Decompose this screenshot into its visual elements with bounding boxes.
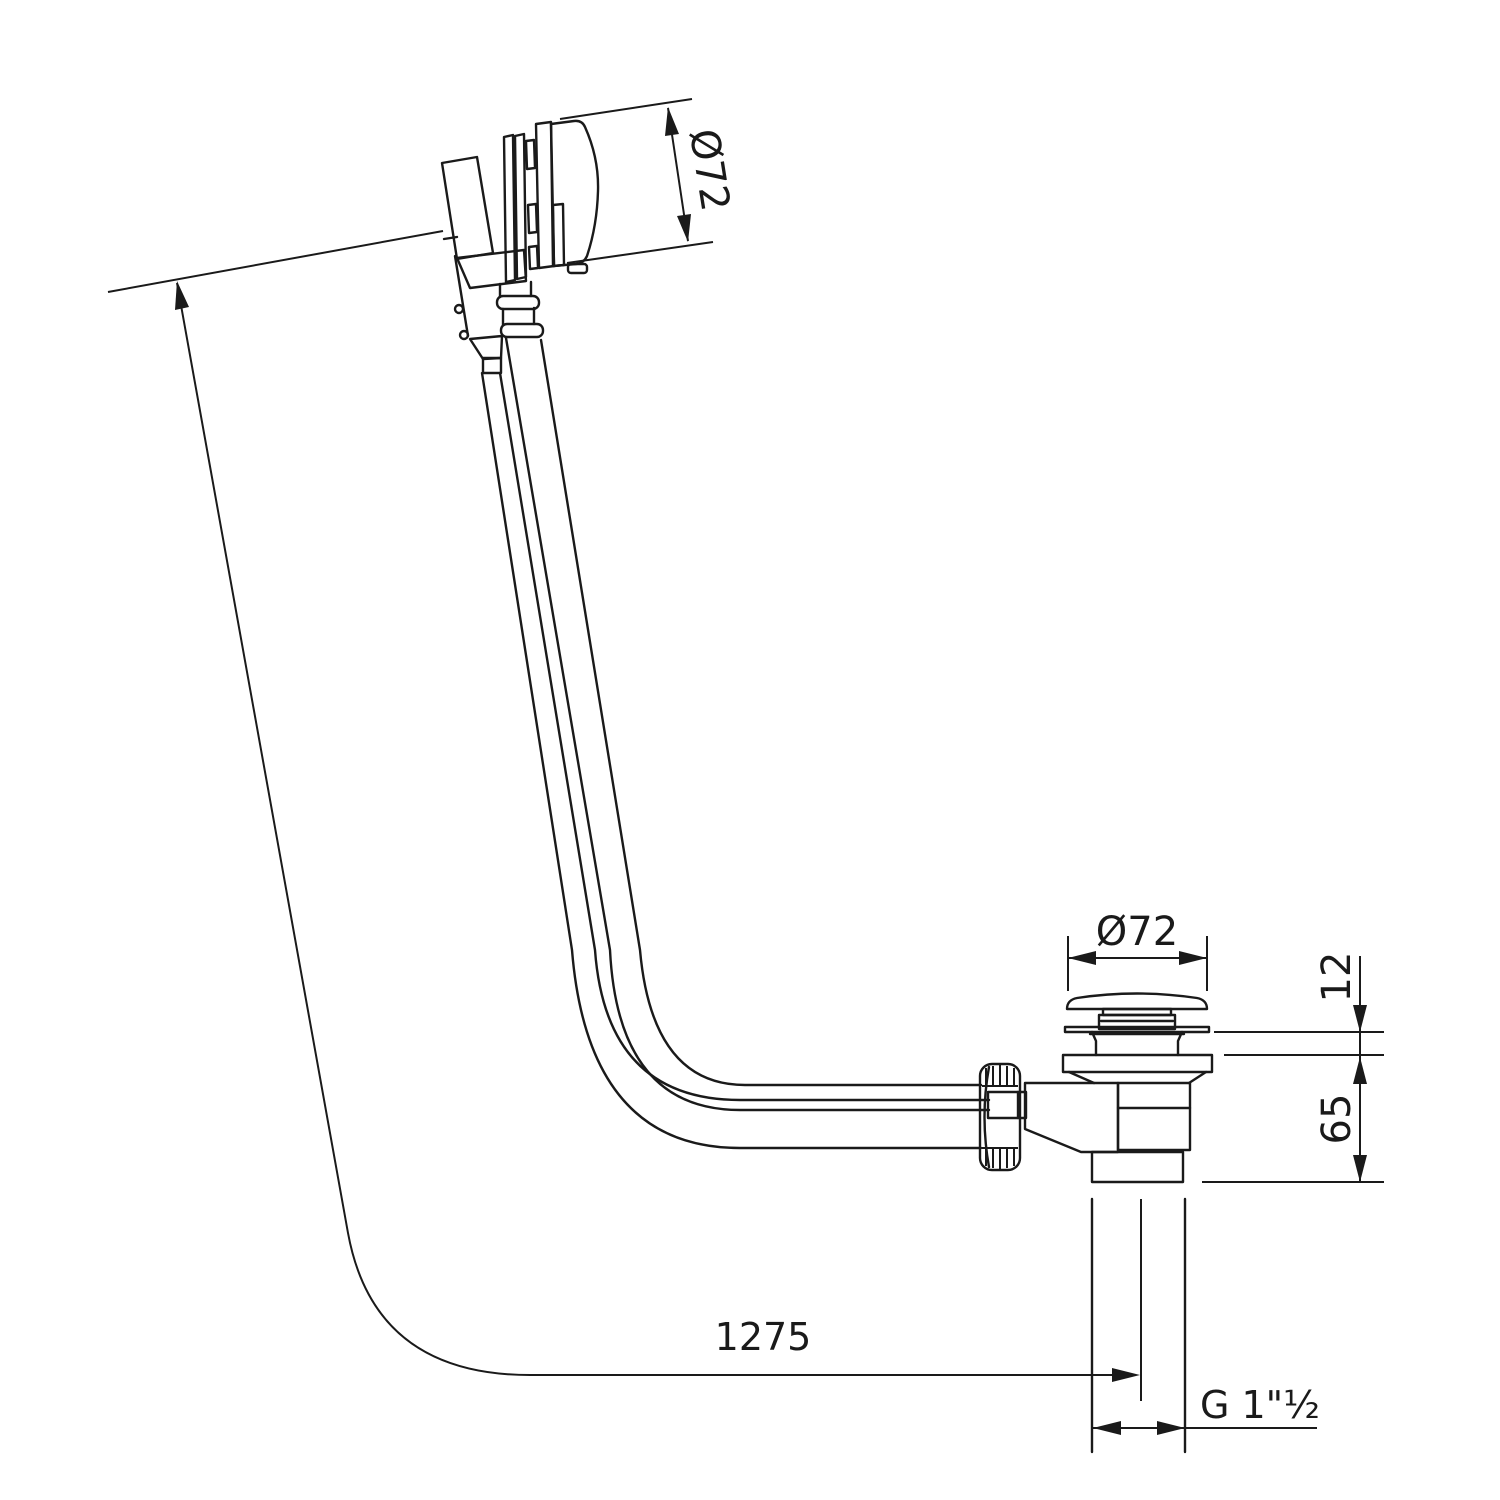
overall-length-arrow-end	[1112, 1368, 1140, 1382]
drain-height-extension-lines	[1202, 1031, 1384, 1183]
overall-length-label: 1275	[715, 1315, 812, 1359]
drain-cap-arrow-right	[1179, 951, 1207, 965]
overflow-clamp-plate-1	[502, 133, 517, 284]
overall-length-arrow-start	[175, 281, 189, 310]
drain-thread-arrow-right	[1157, 1421, 1185, 1435]
drain-cap-stem-lower	[1097, 1013, 1177, 1031]
drain-rim	[1061, 1053, 1214, 1074]
drain-thread-arrow-left	[1093, 1421, 1121, 1435]
overflow-cap-arrow-bottom	[677, 214, 691, 242]
drain-body-left	[1023, 1081, 1120, 1154]
overflow-tube-upper-walls	[498, 280, 533, 299]
body-height-arrow-up	[1353, 1057, 1367, 1084]
drain-nut-knurl-ticks	[985, 1065, 1015, 1169]
cap-height-arrow-down	[1353, 1005, 1367, 1032]
overflow-cable-outlet-taper	[468, 334, 504, 361]
overflow-cap-diameter-label: Ø72	[680, 126, 738, 215]
hose-outer-line-2	[539, 338, 983, 1087]
drain-popup-cap	[1065, 992, 1209, 1011]
body-height-arrow-down	[1353, 1155, 1367, 1182]
overflow-cap-nub	[566, 262, 589, 275]
drain-thread-label: G 1"½	[1200, 1383, 1320, 1427]
dimension-drain-heights: 12 65	[1202, 952, 1384, 1183]
overall-length-dimension-line	[176, 282, 1114, 1376]
hose-cable-line-top	[498, 371, 991, 1102]
flexible-hoses	[480, 336, 991, 1150]
overflow-tube-mid-walls	[501, 306, 536, 327]
drain-neck	[1088, 1030, 1186, 1057]
drain-cap-height-label: 12	[1314, 952, 1360, 1003]
overflow-body-left-edge	[453, 254, 470, 338]
overflow-cap-ring-inner	[551, 202, 566, 268]
hose-outer-line-1	[480, 371, 983, 1150]
overflow-pivot-pin-upper	[453, 303, 465, 315]
overflow-cable-outlet-block	[481, 356, 503, 375]
overflow-seal-segment-2	[526, 202, 539, 235]
overflow-cap-arrow-top	[665, 107, 679, 136]
overflow-seal-segment-3	[527, 244, 540, 271]
overflow-clamp-plate-2	[513, 132, 528, 281]
drain-tailpipe-edges	[1090, 1197, 1187, 1454]
drain-cap-arrow-left	[1068, 951, 1096, 965]
drain-cap-extension-lines	[1067, 936, 1208, 991]
drain-rim-shoulders	[1067, 1070, 1208, 1085]
drain-tailpiece	[1090, 1150, 1185, 1184]
overflow-pivot-pin-lower	[458, 329, 470, 341]
overflow-lower-housing	[455, 248, 528, 290]
drain-flange-plate	[1063, 1025, 1211, 1034]
overflow-tube-collar-1	[495, 294, 541, 311]
overflow-cap-extension-lines	[559, 98, 714, 264]
drain-body-right	[1116, 1081, 1192, 1152]
dimension-overflow-cap-diameter: Ø72	[559, 98, 738, 264]
overflow-cap-dome	[549, 119, 600, 268]
drain-nut-left-arc	[983, 1065, 991, 1169]
overflow-body	[440, 155, 495, 261]
dimension-drain-thread: G 1"½	[1093, 1383, 1320, 1435]
hose-cable-line-bottom	[504, 336, 991, 1112]
drain-assembly	[978, 992, 1214, 1454]
overflow-seal-segment-1	[524, 138, 537, 171]
overflow-assembly	[440, 119, 600, 375]
overflow-tube-collar-2	[499, 322, 545, 339]
bath-rim-reference-line	[107, 230, 444, 293]
overflow-body-step-line	[442, 235, 459, 241]
drain-body-height-label: 65	[1314, 1094, 1360, 1145]
dimension-overall-length: 1275	[107, 230, 1140, 1382]
dimension-drain-cap-diameter: Ø72	[1067, 909, 1208, 991]
drain-cap-diameter-label: Ø72	[1096, 909, 1178, 955]
